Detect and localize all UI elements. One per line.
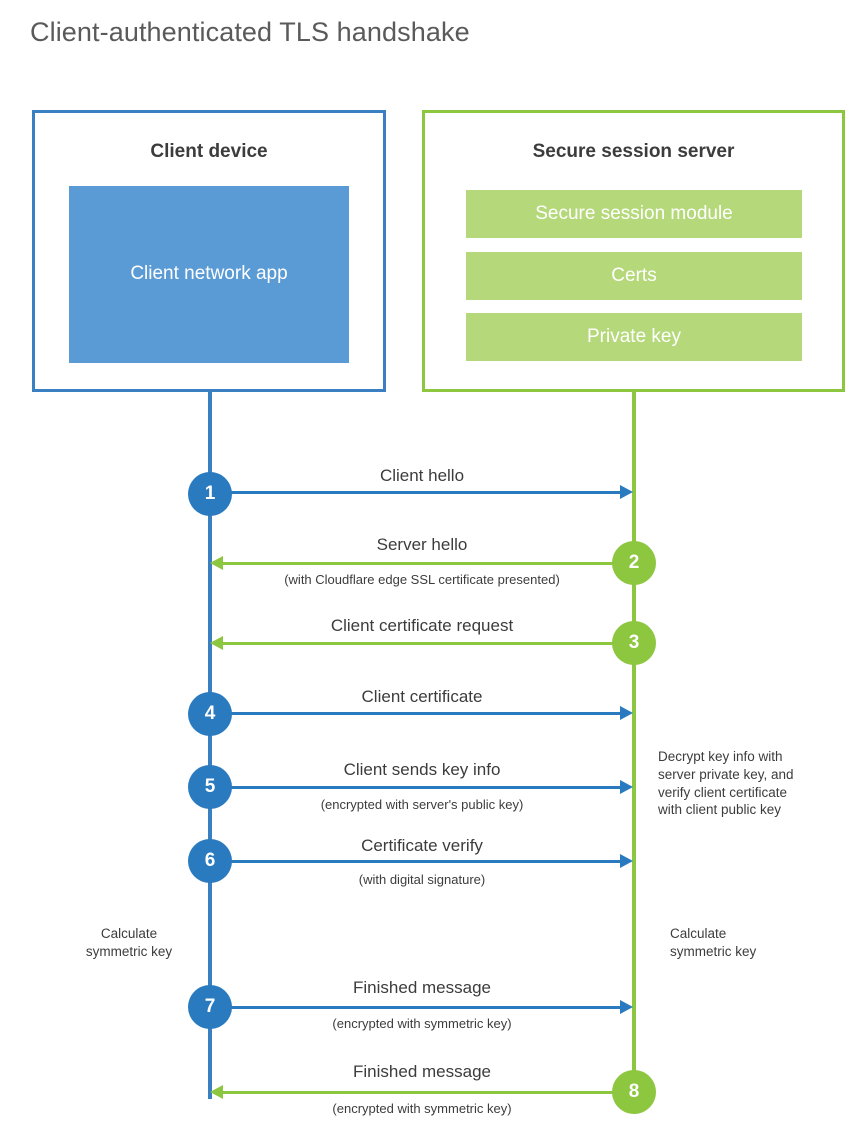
server-calc-note-line-1: Calculate: [670, 926, 727, 941]
client-calc-note-line-1: Calculate: [100, 926, 158, 941]
step-2-circle: 2: [612, 541, 656, 585]
step-7-circle: 7: [188, 985, 232, 1029]
step-8-label: Finished message: [353, 1062, 491, 1081]
step-2-sublabel: (with Cloudflare edge SSL certificate pr…: [284, 572, 560, 587]
step-5-circle: 5: [188, 765, 232, 809]
server-component-secure-session-module: Secure session module: [466, 190, 802, 238]
step-8-sublabel: (encrypted with symmetric key): [332, 1101, 512, 1116]
step-2-arrow-head: [210, 556, 223, 570]
step-4-arrow-line: [210, 712, 622, 715]
server-decrypt-note-line-1: Decrypt key info with: [658, 749, 783, 764]
server-calc-note-line-2: symmetric key: [670, 943, 757, 959]
step-7-label: Finished message: [353, 978, 491, 997]
step-3-circle: 3: [612, 621, 656, 665]
step-7-sublabel: (encrypted with symmetric key): [332, 1016, 512, 1031]
client-device-title: Client device: [150, 141, 268, 162]
step-5-arrow-line: [210, 786, 622, 789]
step-1-arrow-head: [620, 485, 633, 499]
client-calc-note-line-2: symmetric key: [85, 943, 173, 959]
client-device-box: Client device Client network app: [32, 110, 386, 392]
step-1-circle: 1: [188, 472, 232, 516]
step-8-circle: 8: [612, 1070, 656, 1114]
step-3-arrow-head: [210, 636, 223, 650]
server-decrypt-note-line-2: server private key, and: [658, 766, 794, 782]
step-4-circle: 4: [188, 692, 232, 736]
step-8-arrow-head: [210, 1085, 223, 1099]
step-1-label: Client hello: [379, 466, 465, 485]
secure-session-server-box: Secure session server Secure session mod…: [422, 110, 845, 392]
step-5-sublabel: (encrypted with server's public key): [320, 797, 524, 812]
step-6-circle: 6: [188, 839, 232, 883]
server-lifeline: [632, 389, 636, 1092]
step-6-sublabel: (with digital signature): [358, 872, 486, 887]
step-2-label: Server hello: [376, 535, 468, 554]
server-decrypt-note-line-3: verify client certificate: [658, 784, 788, 800]
server-decrypt-note: Decrypt key info with server private key…: [658, 748, 838, 819]
step-4-label: Client certificate: [361, 687, 483, 706]
server-calculate-symmetric-key-note: Calculate symmetric key: [670, 925, 830, 961]
step-5-label: Client sends key info: [343, 760, 501, 779]
step-4-arrow-head: [620, 706, 633, 720]
step-6-arrow-line: [210, 860, 622, 863]
secure-session-server-title: Secure session server: [532, 141, 735, 162]
client-network-app-block: Client network app: [69, 186, 349, 363]
step-7-arrow-head: [620, 1000, 633, 1014]
server-decrypt-note-line-4: with client public key: [658, 802, 782, 818]
client-calculate-symmetric-key-note: Calculate symmetric key: [58, 925, 200, 961]
step-2-arrow-line: [222, 562, 634, 565]
step-5-arrow-head: [620, 780, 633, 794]
page-title: Client-authenticated TLS handshake: [30, 17, 470, 47]
step-8-arrow-line: [222, 1091, 634, 1094]
step-3-arrow-line: [222, 642, 634, 645]
server-component-private-key: Private key: [466, 313, 802, 361]
server-component-certs: Certs: [466, 252, 802, 300]
step-7-arrow-line: [210, 1006, 622, 1009]
client-lifeline: [208, 389, 212, 1099]
step-1-arrow-line: [210, 491, 622, 494]
step-6-label: Certificate verify: [361, 836, 483, 855]
step-3-label: Client certificate request: [330, 616, 514, 635]
step-6-arrow-head: [620, 854, 633, 868]
